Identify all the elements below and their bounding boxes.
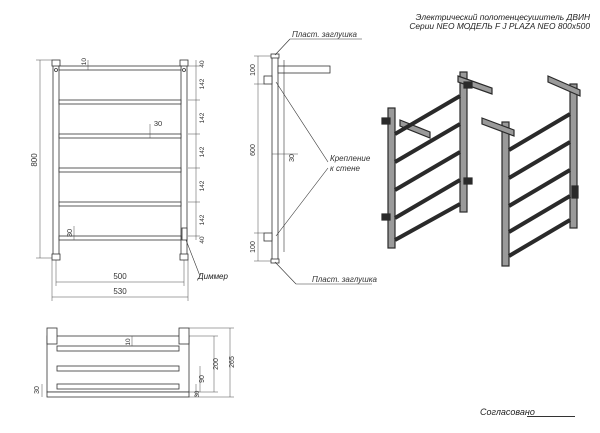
crossbar [58,99,182,105]
wall-mount-hole [182,68,186,72]
leader-mount [275,167,329,237]
crossbar [58,65,182,71]
dim-label-800: 800 [30,153,39,167]
dim-label-10: 10 [125,338,132,346]
side-view-text: Пласт. заглушка Пласт. заглушка Креплени… [250,30,378,284]
dim-label-30: 30 [195,390,201,397]
dim-label-90: 90 [199,375,206,383]
front-view-dimension-text: 800 500 530 10 30 30 40 142 142 142 142 … [30,58,206,296]
iso-bar [507,140,572,180]
dim-label-right: 142 [199,146,206,157]
isometric-view-right [481,75,581,267]
leader-bottom-cap [274,261,297,285]
iso-bar [394,202,461,242]
dim-label-30: 30 [289,154,296,162]
approval-label: Согласовано [480,407,535,417]
dim-label-530: 530 [113,287,127,296]
mount-label-line1: Крепление [330,154,371,163]
front-view-dimensions [36,59,200,301]
dimmer-box [181,227,188,241]
dim-label-30: 30 [154,119,162,128]
top-view-left-post [46,327,58,345]
iso-top-arm [547,75,581,97]
left-rail [52,61,60,259]
iso-bar [393,178,462,220]
dim-label-265: 265 [229,356,236,368]
drawing-subtitle: Серии NEO МОДЕЛЬ F J PLAZA NEO 800x500 [409,21,590,31]
right-rail-cap-bottom [179,253,189,261]
top-view-bar [56,383,180,390]
dim-label-10: 10 [81,58,88,66]
leader-mount [275,81,329,163]
dim-label-30: 30 [65,229,74,237]
iso-bar [393,94,462,136]
iso-bar [507,168,572,208]
top-view-right-post [178,327,190,345]
dim-label-right: 142 [199,112,206,123]
left-rail-cap-bottom [51,253,61,261]
iso-mount [381,117,391,125]
side-top-arm [277,65,331,74]
dim-label-100: 100 [250,241,257,253]
top-view [46,327,190,398]
crossbar [58,167,182,173]
dim-label-100: 100 [250,64,257,76]
top-view-frame [46,335,190,393]
iso-mount [463,177,473,185]
dimmer-label: Диммер [197,272,229,281]
crossbar [58,201,182,207]
iso-dimmer [571,185,579,199]
iso-bar [507,194,572,234]
iso-post [501,121,510,267]
approval-signature-line [527,416,575,417]
mount-label-line2: к стене [330,164,361,173]
top-view-bar [56,365,180,372]
iso-post [459,71,468,213]
right-rail-cap-top [179,59,189,67]
dim-label-right: 142 [199,78,206,89]
dim-label-right: 142 [199,180,206,191]
top-view-bar [56,345,180,352]
side-view-leaders [274,38,372,285]
wall-mount-hole [54,68,58,72]
leader-top-cap [274,38,291,56]
crossbar [58,235,182,241]
iso-post [569,83,578,229]
dim-label-30: 30 [34,386,41,394]
side-view-dimensions [254,55,298,262]
top-cap-label: Пласт. заглушка [292,30,358,39]
top-view-bottom-bar [46,391,190,398]
iso-post [387,107,396,249]
iso-bar [393,122,462,164]
wall-bracket [263,232,273,242]
isometric-view-left [381,71,493,249]
dim-label-right: 142 [199,214,206,225]
iso-bar [507,112,572,152]
dim-label-right: 40 [199,236,206,244]
top-view-dimension-text: 10 90 200 265 30 30 [34,338,236,397]
side-view [263,53,331,264]
bottom-cap-label: Пласт. заглушка [312,275,378,284]
dim-label-600: 600 [250,144,257,156]
left-rail-cap-top [51,59,61,67]
iso-bar [507,218,572,258]
iso-mount [381,213,391,221]
iso-top-arm [457,75,493,95]
dimmer-leader [185,239,201,277]
top-view-dimensions [41,327,234,398]
front-view [51,59,201,277]
iso-top-arm [481,117,515,137]
side-rail [271,55,279,262]
wall-bracket [263,75,273,85]
crossbar [58,133,182,139]
iso-bar [393,150,462,192]
dim-label-500: 500 [113,272,127,281]
dim-label-200: 200 [213,358,220,370]
iso-mount [463,81,473,89]
dim-label-right: 40 [199,60,206,68]
drawing-title: Электрический полотенцесушитель ДВИН [415,12,590,22]
